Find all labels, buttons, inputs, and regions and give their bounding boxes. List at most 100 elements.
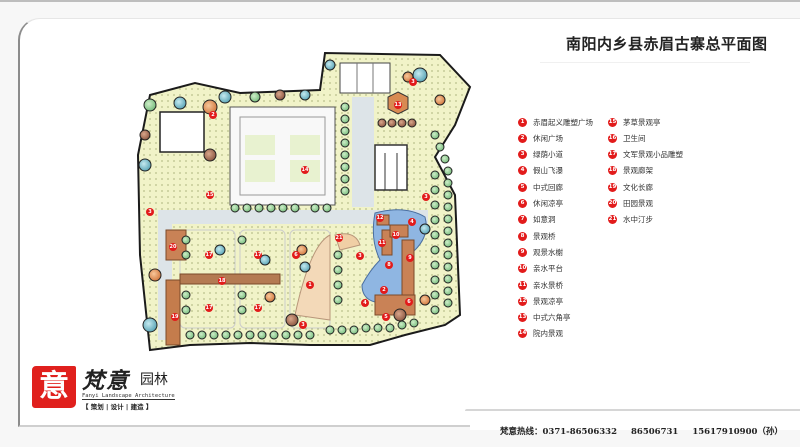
- legend-item: 10 亲水平台: [518, 263, 563, 275]
- legend-number-badge: 13: [518, 313, 527, 323]
- legend-label: 景观凉亭: [533, 296, 563, 306]
- legend-label: 景观廊架: [623, 166, 653, 176]
- map-marker: 15: [206, 191, 214, 199]
- legend-item: 16 卫生间: [608, 132, 646, 144]
- legend-number-badge: 18: [608, 166, 617, 176]
- footer-divider: [465, 409, 800, 411]
- legend-label: 亲水平台: [533, 264, 563, 274]
- legend-label: 绿荫小道: [533, 150, 563, 160]
- brand-name-script: 梵意: [82, 368, 131, 394]
- legend-number-badge: 4: [518, 166, 527, 176]
- legend-number-badge: 2: [518, 133, 527, 143]
- map-marker: 3: [422, 193, 430, 201]
- map-marker: 3: [299, 321, 307, 329]
- legend-number-badge: 10: [518, 264, 527, 274]
- legend-number-badge: 12: [518, 296, 527, 306]
- legend-item: 6 休闲凉亭: [518, 198, 563, 210]
- map-marker: 17: [205, 304, 213, 312]
- map-marker: 21: [335, 234, 343, 242]
- legend-item: 4 假山飞瀑: [518, 165, 563, 177]
- legend-item: 5 中式回廊: [518, 181, 563, 193]
- legend-label: 休闲凉亭: [533, 199, 563, 208]
- map-marker: 2: [209, 111, 217, 119]
- brand-name-suffix: 园林: [140, 372, 168, 388]
- legend-number-badge: 19: [608, 182, 617, 192]
- map-marker: 20: [169, 243, 177, 251]
- legend-item: 12 景观凉亭: [518, 295, 563, 307]
- hotline-number-3: 15617910900（孙）: [692, 427, 783, 437]
- map-marker: 17: [205, 251, 213, 259]
- map-marker: 4: [408, 218, 416, 226]
- map-marker: 3: [146, 208, 154, 216]
- legend-number-badge: 16: [608, 133, 617, 143]
- legend-label: 水中汀步: [623, 215, 653, 225]
- hotline: 梵意热线：0371-86506332 86506731 15617910900（孙）: [500, 425, 797, 437]
- legend-item: 11 亲水景桥: [518, 279, 563, 291]
- legend-item: 13 中式六角亭: [518, 312, 571, 324]
- map-marker: 18: [218, 277, 226, 285]
- legend-item: 14 院内景观: [518, 328, 563, 340]
- map-marker: 17: [254, 304, 262, 312]
- legend-label: 观景水榭: [533, 247, 563, 257]
- page-title: 南阳内乡县赤眉古寨总平面图: [566, 35, 768, 53]
- legend-number-badge: 6: [518, 199, 527, 208]
- legend-item: 21 水中汀步: [608, 214, 653, 226]
- map-marker: 13: [394, 101, 402, 109]
- legend-label: 文军景观小品雕塑: [623, 150, 683, 160]
- legend-label: 中式回廊: [533, 182, 563, 192]
- map-marker: 12: [376, 214, 384, 222]
- legend-label: 景观桥: [533, 231, 556, 241]
- map-marker: 14: [301, 166, 309, 174]
- legend-number-badge: 5: [518, 182, 527, 192]
- map-marker: 2: [380, 286, 388, 294]
- map-marker: 6: [405, 298, 413, 306]
- legend-label: 如意洞: [533, 215, 556, 225]
- legend-item: 8 景观桥: [518, 230, 556, 242]
- legend-item: 18 景观廊架: [608, 165, 653, 177]
- legend-label: 休闲广场: [533, 133, 563, 143]
- legend-number-badge: 20: [608, 199, 617, 208]
- legend-label: 院内景观: [533, 329, 563, 339]
- legend-number-badge: 9: [518, 247, 527, 257]
- map-marker: 8: [385, 261, 393, 269]
- legend-label: 赤眉起义雕塑广场: [533, 117, 593, 127]
- map-marker: 5: [382, 313, 390, 321]
- top-border: [0, 0, 800, 2]
- footer-area: [470, 408, 800, 430]
- hotline-number-1: 0371-86506332: [542, 427, 618, 437]
- map-marker: 19: [171, 313, 179, 321]
- legend-item: 3 绿荫小道: [518, 149, 563, 161]
- legend-number-badge: 8: [518, 231, 527, 241]
- map-marker: 1: [306, 281, 314, 289]
- legend-label: 假山飞瀑: [533, 166, 563, 176]
- legend-label: 卫生间: [623, 133, 646, 143]
- legend-number-badge: 14: [518, 329, 527, 339]
- legend-number-badge: 21: [608, 215, 617, 225]
- seal-glyph: 意: [39, 369, 69, 404]
- map-marker: 3: [409, 78, 417, 86]
- legend-number-badge: 11: [518, 280, 527, 290]
- map-marker: 10: [392, 231, 400, 239]
- map-marker: 6: [292, 251, 300, 259]
- legend-number-badge: 17: [608, 150, 617, 160]
- legend-number-badge: 3: [518, 150, 527, 160]
- legend-label: 亲水景桥: [533, 280, 563, 290]
- title-divider: [540, 62, 750, 63]
- legend-label: 茅草景观亭: [623, 117, 661, 127]
- brand-name-english: Fanyi Landscape Architecture: [82, 393, 175, 400]
- brand-services: 【 策划 | 设计 | 建造 】: [82, 403, 153, 411]
- legend-label: 中式六角亭: [533, 313, 571, 323]
- map-marker: 17: [254, 251, 262, 259]
- legend-item: 17 文军景观小品雕塑: [608, 149, 683, 161]
- map-marker: 3: [356, 252, 364, 260]
- hotline-number-2: 86506731: [631, 427, 679, 437]
- map-marker: 9: [406, 254, 414, 262]
- map-marker: 11: [378, 239, 386, 247]
- hotline-label: 梵意热线：: [500, 427, 543, 437]
- legend-item: 9 观景水榭: [518, 246, 563, 258]
